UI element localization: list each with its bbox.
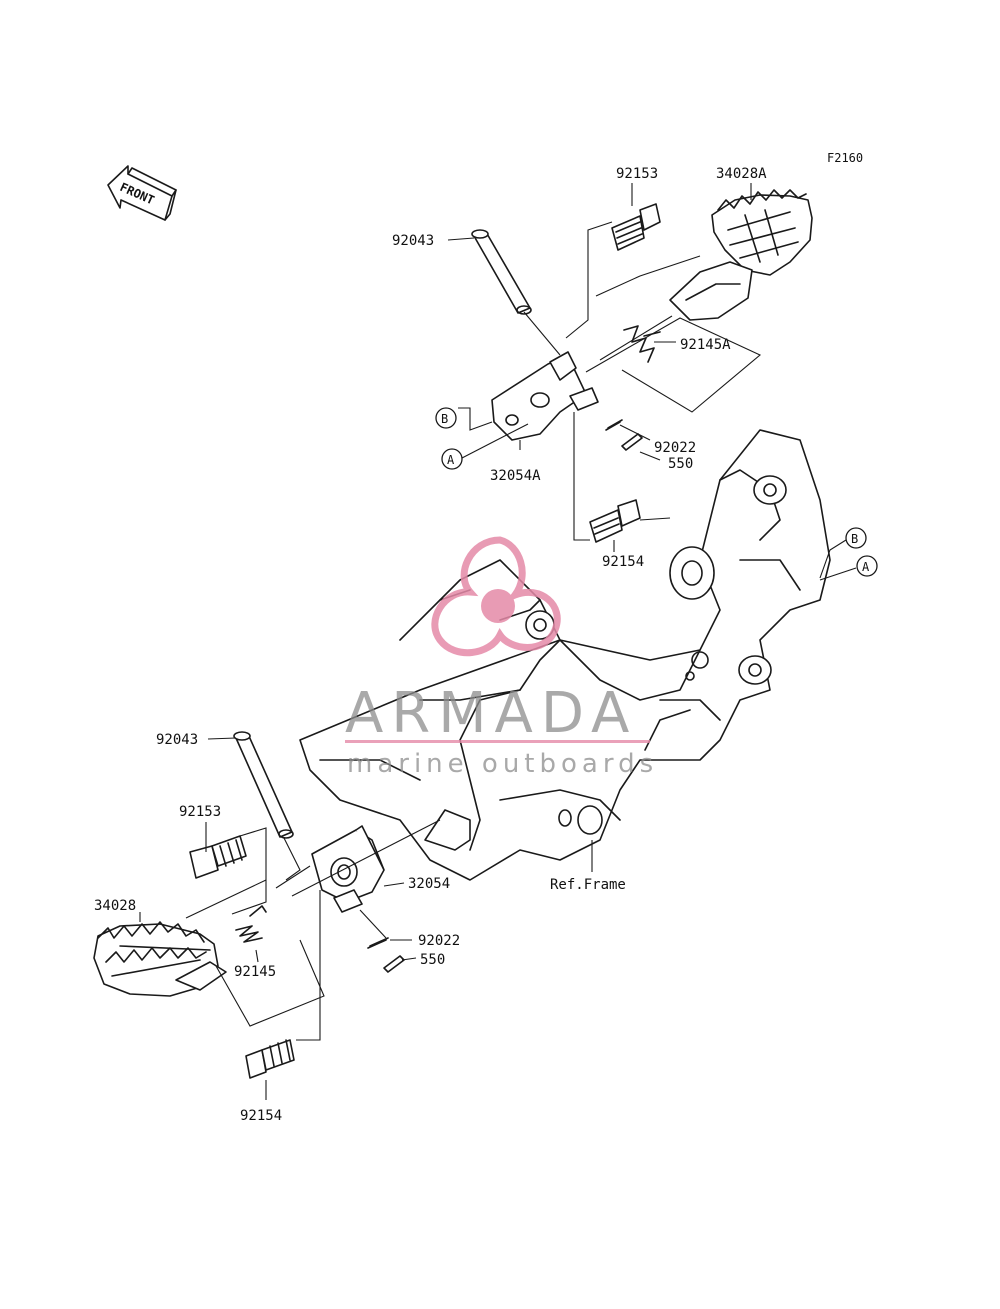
bolt-92154-top	[589, 499, 641, 543]
svg-text:B: B	[441, 412, 448, 426]
callout-b-frame: B	[845, 527, 867, 549]
label-92153-bottom: 92153	[179, 804, 221, 820]
label-92043-bottom: 92043	[156, 732, 198, 748]
label-92154-top: 92154	[602, 554, 644, 570]
watermark-divider	[345, 740, 650, 743]
footpeg-right	[669, 189, 813, 321]
label-32054A: 32054A	[490, 468, 541, 484]
bracket-right	[491, 351, 599, 441]
pivot-pin-top	[471, 229, 532, 315]
label-92022-bottom: 92022	[418, 933, 460, 949]
label-92145A: 92145A	[680, 337, 731, 353]
label-92154-bottom: 92154	[240, 1108, 282, 1124]
lower-leaders	[139, 737, 593, 1100]
label-ref-frame: Ref.Frame	[550, 877, 626, 893]
label-34028: 34028	[94, 898, 136, 914]
callout-b-upper: B	[435, 407, 457, 429]
watermark: ARMADA marine outboards	[345, 536, 658, 779]
spring-right	[623, 325, 661, 363]
bolt-92153-top	[611, 203, 661, 251]
svg-text:A: A	[447, 453, 455, 467]
label-550-bottom: 550	[420, 952, 445, 968]
cotter-pin-bottom	[383, 955, 405, 973]
bolt-92154-bottom	[245, 1039, 295, 1079]
svg-text:A: A	[862, 560, 870, 574]
label-92145: 92145	[234, 964, 276, 980]
callout-a-frame: A	[856, 555, 878, 577]
frame-drawing	[299, 429, 831, 881]
part-labels: F2160 92153 34028A 92043 92145A 92022 55…	[94, 151, 863, 1124]
svg-text:B: B	[851, 532, 858, 546]
bracket-left	[311, 825, 385, 913]
watermark-tagline: marine outboards	[347, 749, 658, 779]
figure-code: F2160	[827, 151, 863, 165]
upper-leaders	[447, 183, 857, 581]
watermark-logo-icon	[431, 536, 561, 657]
washer-bottom	[367, 937, 389, 949]
label-550-top: 550	[668, 456, 693, 472]
label-92043-top: 92043	[392, 233, 434, 249]
spring-left	[235, 905, 267, 943]
bolt-92153-bottom	[189, 835, 247, 879]
watermark-brand: ARMADA	[345, 681, 637, 746]
pivot-pin-bottom	[233, 731, 294, 839]
front-arrow-icon: FRONT	[107, 165, 177, 221]
label-32054: 32054	[408, 876, 450, 892]
label-34028A: 34028A	[716, 166, 767, 182]
label-92022-top: 92022	[654, 440, 696, 456]
callout-a-upper: A	[441, 448, 463, 470]
cotter-pin-top	[621, 433, 643, 451]
footpeg-left	[93, 921, 227, 997]
label-92153-top: 92153	[616, 166, 658, 182]
washer-top	[605, 419, 623, 431]
